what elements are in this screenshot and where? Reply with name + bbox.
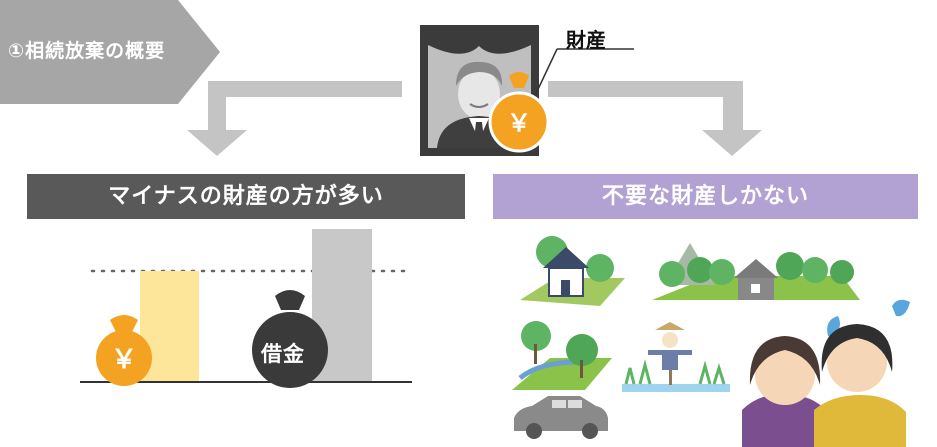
asset-yen-symbol: ￥	[111, 345, 137, 375]
right-heading: 不要な財産しかない	[493, 174, 918, 219]
car-icon	[514, 396, 608, 439]
asset-money-bag-icon	[96, 315, 152, 386]
section-title: ①相続放棄の概要	[8, 40, 166, 62]
yen-symbol: ￥	[507, 109, 531, 137]
section-tag	[0, 0, 220, 104]
debt-label: 借金	[261, 342, 305, 366]
asset-label: 財産	[566, 28, 606, 52]
worried-people-icon	[742, 299, 910, 447]
arrow-left	[187, 81, 402, 156]
debt-bag-icon	[252, 290, 328, 388]
arrow-right	[548, 81, 762, 156]
balance-comparison	[80, 229, 414, 388]
field-trees-icon	[512, 321, 612, 390]
forest-house-icon	[652, 243, 860, 300]
scarecrow-field-icon	[622, 322, 730, 392]
money-bag-icon	[488, 72, 550, 153]
house-icon	[520, 236, 625, 306]
memorial-portrait	[420, 25, 539, 156]
left-heading: マイナスの財産の方が多い	[27, 174, 465, 219]
